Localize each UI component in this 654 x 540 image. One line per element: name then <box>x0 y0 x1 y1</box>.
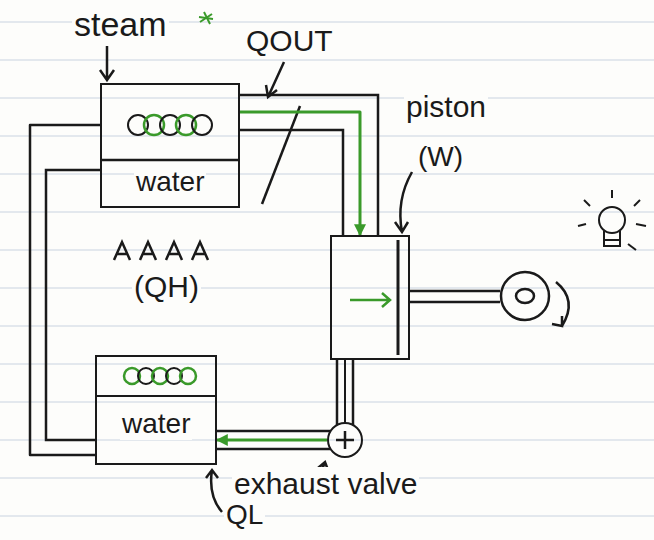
exhaust-pipes <box>352 360 355 425</box>
boiler-box: water <box>100 83 240 208</box>
flywheel <box>501 272 549 320</box>
cylinder-parts <box>350 240 500 355</box>
return-pipe <box>46 170 100 440</box>
light-bulb <box>634 200 640 206</box>
boiler-contents <box>100 159 240 162</box>
heat-out-label: QOUT <box>244 24 335 57</box>
exhaust-line <box>344 360 346 422</box>
light-bulb <box>578 224 586 226</box>
steam-flow <box>240 112 360 235</box>
flywheel <box>501 272 569 326</box>
pointer-arrows <box>100 46 412 512</box>
pointer-arrows <box>262 106 300 204</box>
flywheel <box>516 289 534 303</box>
ruled-lines <box>0 22 654 516</box>
node-subtext: (W) <box>416 142 465 173</box>
cylinder-parts <box>350 293 390 307</box>
node-text: piston <box>404 90 488 123</box>
light-bulb <box>611 190 613 198</box>
light-bulb <box>636 224 646 226</box>
cylinder-parts <box>410 290 500 293</box>
light-bulb <box>604 231 620 246</box>
ruled-lines <box>0 516 654 517</box>
exhaust-pipes <box>336 360 339 425</box>
heat-arrows <box>192 242 208 260</box>
boiler-contents <box>100 115 240 160</box>
condenser-box: water <box>95 355 217 465</box>
return-pipe <box>46 170 100 440</box>
return-line <box>30 125 100 455</box>
steam-pipe <box>240 95 378 235</box>
light-bulb <box>584 200 590 206</box>
flywheel <box>552 282 569 326</box>
ruled-lines <box>0 136 654 137</box>
heat-arrows <box>114 242 208 260</box>
condenser-contents <box>95 395 217 397</box>
node-text: water <box>120 409 192 440</box>
heat-arrows <box>140 242 156 260</box>
node-text: water <box>134 167 206 198</box>
heat-arrows <box>114 242 130 260</box>
pointer-arrows <box>395 172 412 232</box>
ruled-lines <box>0 288 654 289</box>
ruled-lines <box>0 250 654 251</box>
exhaust-pipes <box>217 448 330 451</box>
condenser-contents <box>180 368 196 384</box>
exhaust-pipes <box>217 360 354 449</box>
piston-cylinder: piston(W) <box>330 235 410 360</box>
green-star <box>199 17 213 19</box>
pointer-arrows <box>100 46 114 80</box>
pointer-arrows <box>206 470 222 512</box>
steam-pipe <box>240 130 343 235</box>
boiler-contents <box>192 115 212 135</box>
pointer-arrows <box>266 62 284 97</box>
ruled-lines <box>0 60 654 61</box>
node-text: exhaust valve <box>232 467 419 500</box>
ruled-lines <box>0 212 654 213</box>
light-bulb <box>578 190 646 250</box>
exhaust-pipes <box>336 431 354 449</box>
steam-pipe <box>240 95 378 235</box>
condenser-contents <box>95 368 217 396</box>
heat-in-label: (QH) <box>132 270 201 303</box>
ruled-lines <box>0 364 654 365</box>
heat-arrows <box>166 242 182 260</box>
cylinder-parts <box>397 240 400 355</box>
exhaust-flow <box>217 439 327 442</box>
ruled-lines <box>0 98 654 99</box>
exhaust-valve: exhaust valve <box>327 422 363 458</box>
green-star <box>199 12 213 24</box>
heat-low-label: QL <box>224 500 265 531</box>
ruled-lines <box>0 174 654 175</box>
light-bulb <box>599 207 625 233</box>
light-bulb <box>628 244 636 250</box>
steam-label: steam <box>72 6 169 43</box>
cylinder-parts <box>410 301 500 304</box>
exhaust-pipes <box>217 430 330 433</box>
ruled-lines <box>0 402 654 403</box>
